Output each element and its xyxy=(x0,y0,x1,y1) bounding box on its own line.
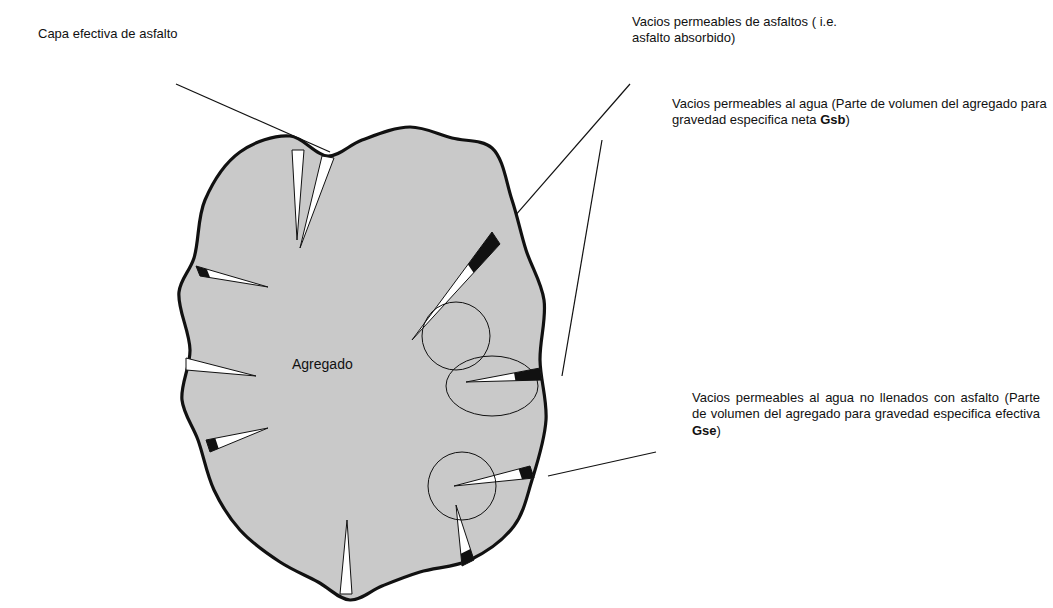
permeable-void xyxy=(206,428,268,452)
highlight-circle xyxy=(422,302,490,370)
aggregate-particle: Agregado xyxy=(168,118,560,606)
highlight-circle xyxy=(446,356,538,416)
absorbed-asphalt xyxy=(514,368,542,381)
permeable-void xyxy=(340,520,352,594)
aggregate-outline xyxy=(168,118,560,606)
permeable-void xyxy=(456,505,474,566)
absorbed-asphalt xyxy=(519,466,534,479)
permeable-void xyxy=(412,232,500,340)
node-label: Agregado xyxy=(292,356,353,372)
absorbed-asphalt xyxy=(196,266,210,278)
permeable-void xyxy=(300,156,334,248)
absorbed-asphalt xyxy=(468,232,500,273)
highlight-circle xyxy=(428,452,496,520)
absorbed-asphalt xyxy=(206,438,219,452)
aggregate-body xyxy=(179,127,546,600)
permeable-void xyxy=(186,358,256,376)
callout-label: Capa efectiva de asfalto xyxy=(38,26,188,42)
callout-label: Vacios permeables al agua no llenados co… xyxy=(692,390,1040,439)
permeable-void xyxy=(196,266,268,287)
permeable-void xyxy=(292,150,304,240)
callout-label: Vacios permeables al agua (Parte de volu… xyxy=(672,96,1048,129)
callout-label: Vacios permeables de asfaltos ( i.e. asf… xyxy=(632,14,842,47)
absorbed-asphalt xyxy=(461,549,474,566)
